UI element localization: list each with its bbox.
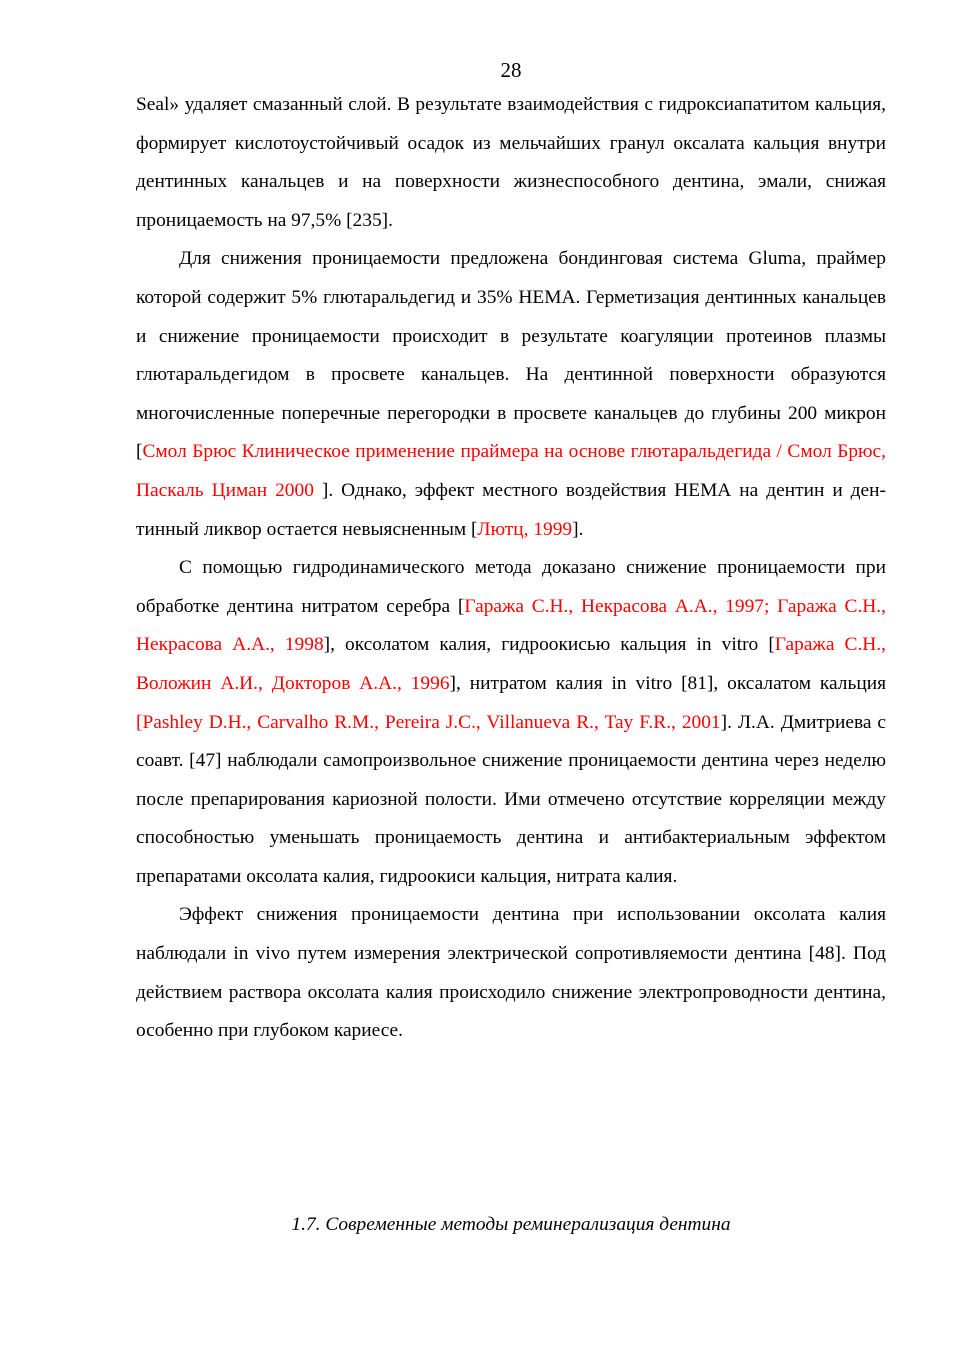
text-segment: ]. <box>572 518 584 540</box>
text-segment: ], нит­ратом калия in vitro [81], оксала… <box>449 672 887 694</box>
paragraph: Для снижения проницаемости предложена бо… <box>136 240 886 549</box>
reference-citation: [Pashley D.H., Carvalho R.M., Pereira J.… <box>136 711 721 733</box>
page-number: 28 <box>500 58 522 82</box>
paragraph: С помощью гидродинамического метода дока… <box>136 549 886 896</box>
section-heading: 1.7. Современные методы реминерализация … <box>291 1214 731 1235</box>
reference-citation: Лютц, 1999 <box>477 518 573 540</box>
paragraph: Эффект снижения проницаемости дентина пр… <box>136 896 886 1050</box>
text-segment: ]. Однако, эффект местного воздействия Н… <box>136 479 886 540</box>
text-segment: Seal» удаляет смазанный слой. В результа… <box>136 94 886 231</box>
body-text: Seal» удаляет смазанный слой. В результа… <box>136 86 886 1051</box>
paragraph: Seal» удаляет смазанный слой. В результа… <box>136 86 886 240</box>
text-segment: Эффект снижения проницаемости дентина пр… <box>136 904 886 1042</box>
reference-citation: Гаража С.Н., Некрасова А.А., 1997; Гараж… <box>136 595 886 656</box>
text-segment: С помощью гидродинамического метода дока… <box>136 557 886 617</box>
text-segment: ], оксолатом калия, гидрооки­сью кальция… <box>323 634 775 656</box>
reference-citation: Смол Брюс Клиническое применение праймер… <box>136 441 886 501</box>
text-segment: Для снижения проницаемости предложена бо… <box>136 248 886 463</box>
reference-citation: Гаража С.Н., Воложин А.И., Докторов А.А.… <box>136 634 886 694</box>
text-segment: ]. Л.А. Дмитриева с соавт. [47] на­блюда… <box>136 711 887 887</box>
